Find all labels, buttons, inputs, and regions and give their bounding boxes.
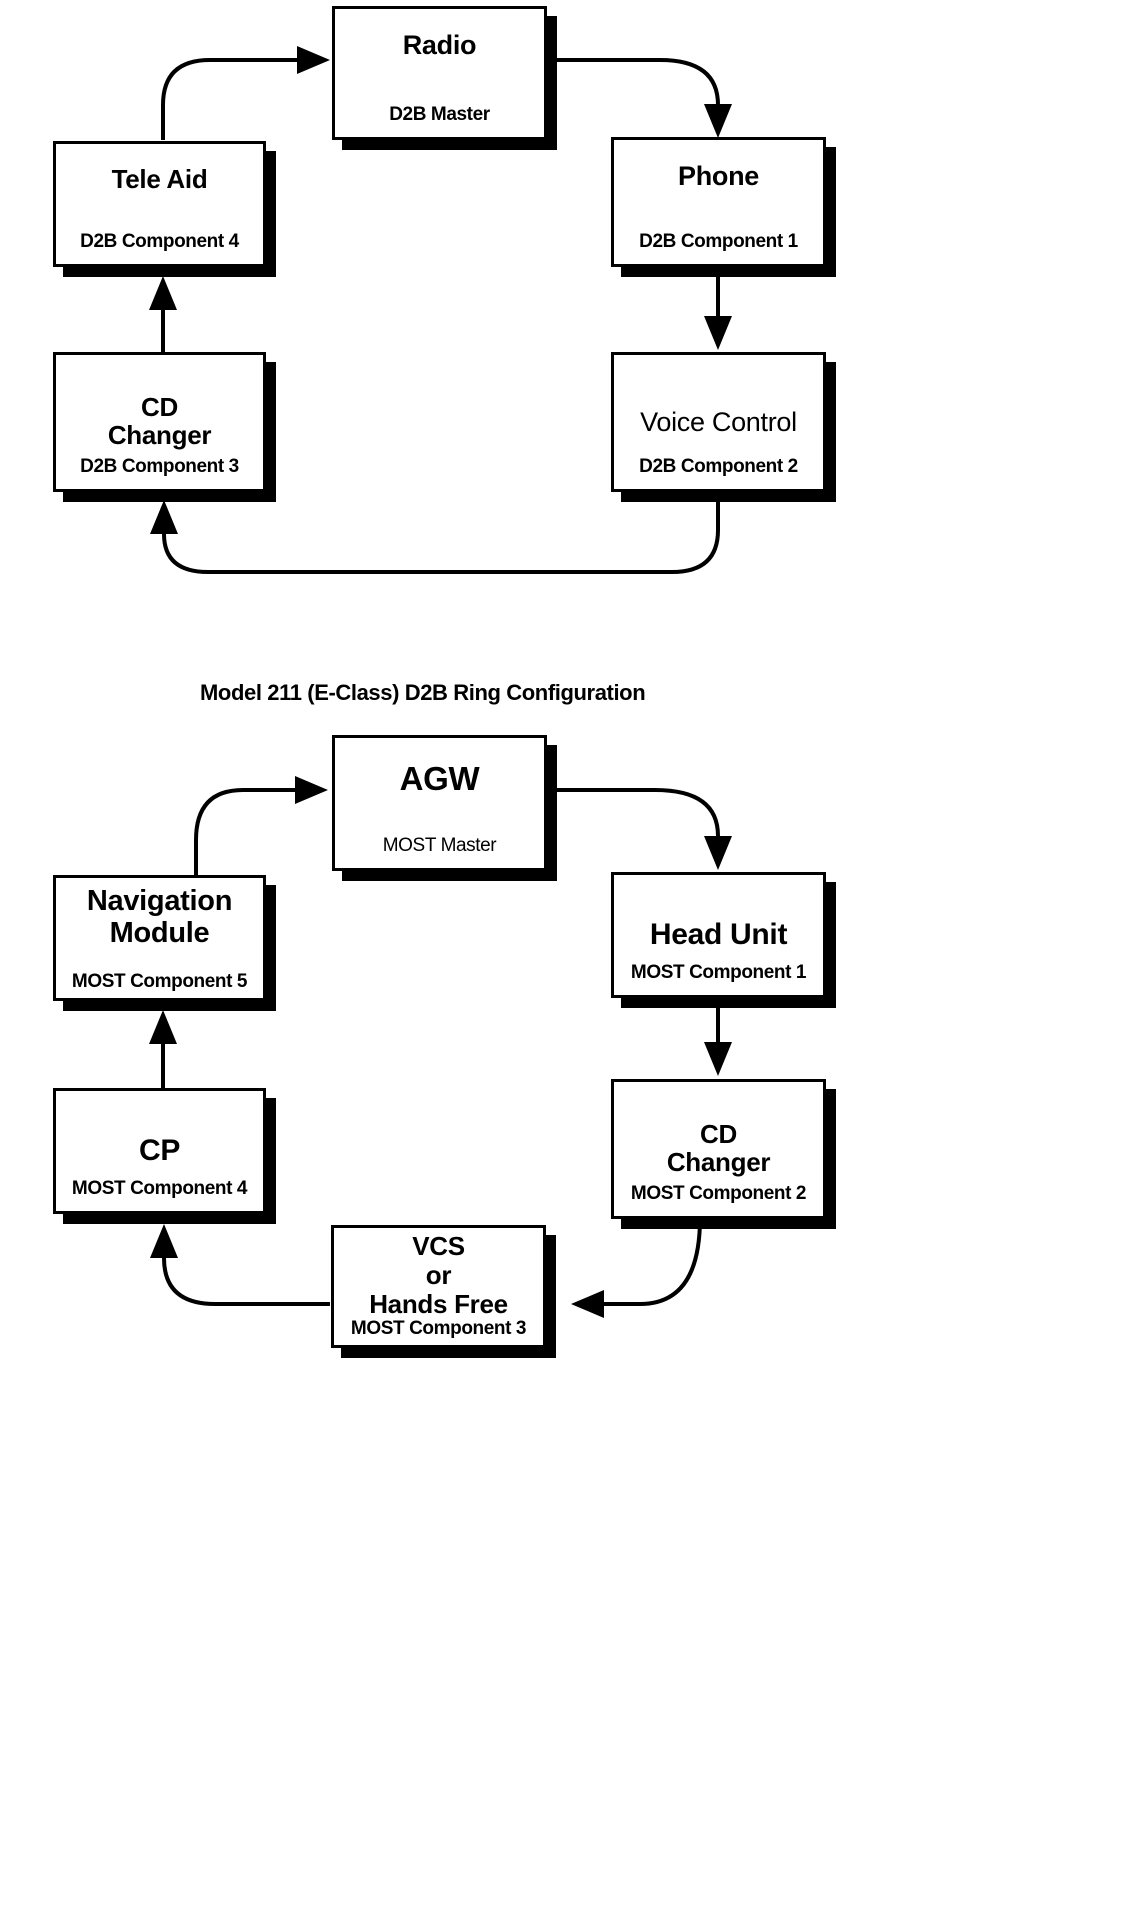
node-face: CP MOST Component 4 — [53, 1088, 266, 1214]
node-subtitle: MOST Component 2 — [630, 1183, 807, 1205]
arrow-navigation-module-to-agw — [194, 776, 328, 876]
section-caption: Model 211 (E-Class) D2B Ring Configurati… — [200, 680, 646, 705]
arrow-radio-to-phone — [547, 58, 732, 138]
node-cd-changer-d2b[interactable]: CD Changer D2B Component 3 — [53, 352, 276, 502]
node-subtitle: D2B Master — [389, 104, 490, 126]
node-agw[interactable]: AGW MOST Master — [332, 735, 557, 881]
node-title-line-1: CD — [700, 1119, 737, 1150]
node-face: CD Changer MOST Component 2 — [611, 1079, 826, 1219]
node-face: Head Unit MOST Component 1 — [611, 872, 826, 998]
node-title: VCS or Hands Free — [369, 1231, 508, 1320]
arrow-cp-to-navigation-module — [149, 1010, 177, 1088]
node-title-line-2: Changer — [107, 420, 212, 450]
node-subtitle: D2B Component 4 — [80, 231, 239, 253]
node-subtitle: MOST Component 4 — [71, 1178, 248, 1200]
node-cp[interactable]: CP MOST Component 4 — [53, 1088, 276, 1224]
node-phone[interactable]: Phone D2B Component 1 — [611, 137, 836, 277]
node-title: Tele Aid — [111, 164, 208, 194]
node-title: Navigation Module — [86, 885, 233, 950]
node-subtitle: D2B Component 3 — [80, 456, 239, 478]
node-face: Navigation Module MOST Component 5 — [53, 875, 266, 1001]
node-title-line-1: Navigation — [86, 885, 233, 917]
node-face: Radio D2B Master — [332, 6, 547, 140]
arrow-voice-control-to-cd-changer — [150, 492, 720, 574]
node-face: Phone D2B Component 1 — [611, 137, 826, 267]
node-navigation-module[interactable]: Navigation Module MOST Component 5 — [53, 875, 276, 1011]
node-title: AGW — [399, 760, 480, 797]
node-title-line-1: VCS — [412, 1231, 465, 1261]
node-subtitle: MOST Component 3 — [350, 1318, 527, 1340]
node-subtitle: MOST Component 1 — [630, 962, 807, 984]
node-tele-aid[interactable]: Tele Aid D2B Component 4 — [53, 141, 276, 277]
node-title: CD Changer — [107, 392, 212, 450]
node-title: Head Unit — [649, 918, 788, 952]
node-subtitle: D2B Component 1 — [639, 231, 798, 253]
arrow-phone-to-voice-control — [704, 266, 732, 350]
node-face: AGW MOST Master — [332, 735, 547, 871]
arrow-head-unit-to-cd-changer — [704, 998, 732, 1076]
arrow-tele-aid-to-radio — [161, 46, 330, 140]
node-title: CP — [138, 1134, 181, 1168]
node-head-unit[interactable]: Head Unit MOST Component 1 — [611, 872, 836, 1008]
node-title: Voice Control — [640, 406, 797, 437]
node-voice-control[interactable]: Voice Control D2B Component 2 — [611, 352, 836, 502]
node-cd-changer-most[interactable]: CD Changer MOST Component 2 — [611, 1079, 836, 1229]
node-title-line-1: CD — [141, 392, 178, 423]
node-vcs-hands-free[interactable]: VCS or Hands Free MOST Component 3 — [331, 1225, 556, 1358]
node-face: Voice Control D2B Component 2 — [611, 352, 826, 492]
node-subtitle: D2B Component 2 — [639, 456, 798, 478]
node-title-line-2: Changer — [666, 1147, 771, 1177]
node-radio[interactable]: Radio D2B Master — [332, 6, 557, 150]
node-title-line-2: Module — [109, 916, 210, 949]
node-title-line-2: or — [425, 1260, 452, 1291]
node-title: Phone — [677, 161, 759, 191]
node-face: Tele Aid D2B Component 4 — [53, 141, 266, 267]
arrow-cd-changer-to-vcs — [571, 1217, 702, 1318]
node-face: VCS or Hands Free MOST Component 3 — [331, 1225, 546, 1348]
node-title: Radio — [402, 30, 477, 60]
arrow-vcs-to-cp — [150, 1224, 330, 1306]
node-title-line-3: Hands Free — [369, 1289, 508, 1320]
arrow-cd-changer-to-tele-aid — [149, 276, 177, 352]
node-title: CD Changer — [666, 1119, 771, 1177]
node-subtitle: MOST Component 5 — [71, 971, 248, 993]
node-subtitle: MOST Master — [382, 835, 497, 857]
arrow-agw-to-head-unit — [547, 788, 732, 870]
node-face: CD Changer D2B Component 3 — [53, 352, 266, 492]
